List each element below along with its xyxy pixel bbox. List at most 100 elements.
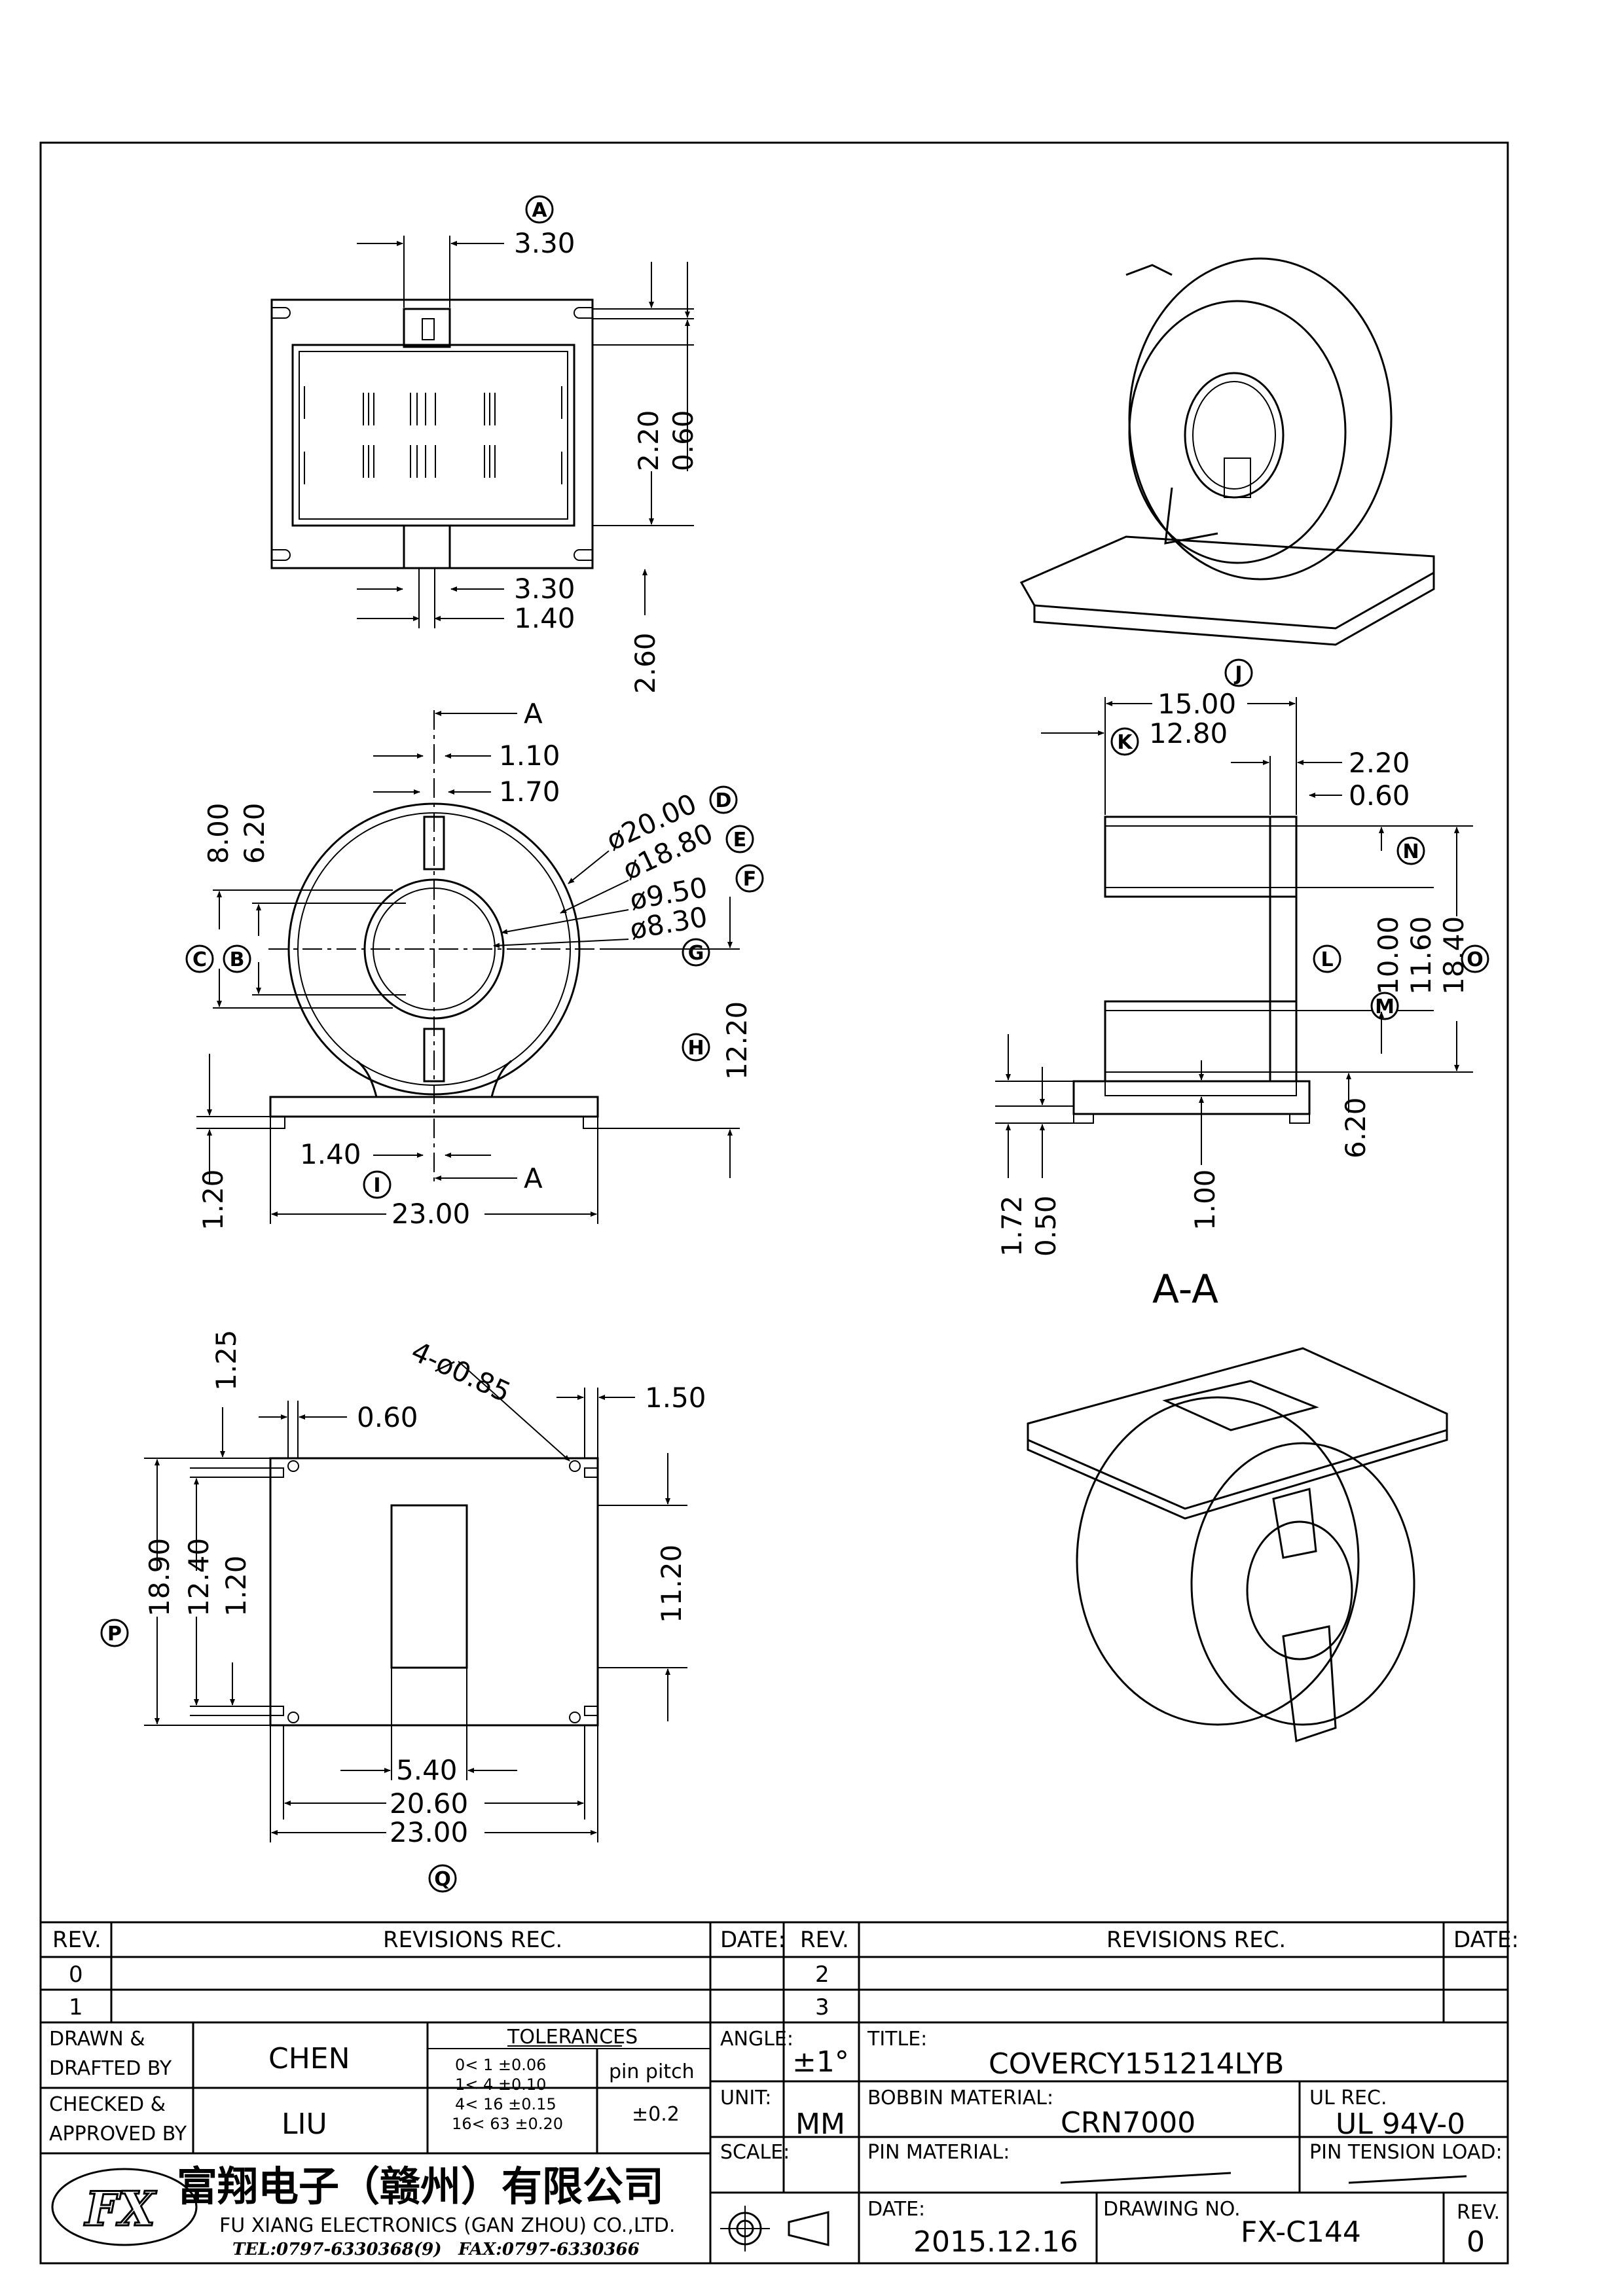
dim-172: 1.72 [996, 1195, 1028, 1257]
drawing-no-label: DRAWING NO. [1103, 2198, 1241, 2221]
angle-label: ANGLE: [720, 2028, 793, 2051]
ul-rec-label: UL REC. [1309, 2087, 1387, 2109]
dim-front-2300: 23.00 [392, 1198, 470, 1230]
dim-150: 1.50 [645, 1382, 706, 1414]
angle-value: ±1° [792, 2045, 849, 2079]
pin-pitch-label: pin pitch [609, 2060, 695, 2083]
tolerance-row-2: 4< 16 ±0.15 [455, 2095, 556, 2113]
dim-620: 6.20 [238, 802, 270, 864]
isometric-view-bottom [1027, 1347, 1448, 1743]
rev-row-0: 0 [69, 1962, 83, 1988]
unit-value: MM [795, 2108, 845, 2141]
section-title: A-A [1152, 1266, 1218, 1312]
callout-J: J [1233, 662, 1242, 685]
bobbin-material-value: CRN7000 [1061, 2106, 1195, 2140]
title-label: TITLE: [867, 2028, 927, 2051]
pin-tension-label: PIN TENSION LOAD: [1309, 2141, 1503, 2164]
dim-bottom-330: 3.30 [514, 573, 575, 605]
company-name-en: FU XIANG ELECTRONICS (GAN ZHOU) CO.,LTD. [219, 2214, 675, 2237]
callout-E: E [733, 829, 747, 852]
dim-050: 0.50 [1030, 1195, 1062, 1257]
dim-220: 2.20 [632, 410, 665, 471]
callout-A: A [532, 199, 547, 222]
callout-B: B [230, 948, 245, 971]
callout-O: O [1467, 948, 1484, 971]
dim-1280: 12.80 [1149, 717, 1228, 749]
rev-label: REV. [1457, 2201, 1500, 2224]
unit-label: UNIT: [720, 2087, 771, 2109]
pin-pitch-value: ±0.2 [632, 2103, 680, 2126]
ul-rec-value: UL 94V-0 [1336, 2108, 1465, 2141]
projection-symbol [710, 2191, 859, 2251]
rev-value: 0 [1467, 2225, 1485, 2259]
company-fax: FAX:0797-6330366 [458, 2240, 640, 2259]
drafted-label: DRAFTED BY [49, 2057, 172, 2080]
bobbin-material-label: BOBBIN MATERIAL: [867, 2087, 1053, 2109]
dim-060: 0.60 [667, 410, 699, 471]
revisions-header-left: REVISIONS REC. [383, 1927, 562, 1953]
callout-Q: Q [434, 1868, 451, 1891]
rev-header-left: REV. [52, 1927, 101, 1953]
rev-row-3: 3 [815, 1994, 830, 2020]
logo-text: FX [84, 2181, 157, 2236]
callout-D: D [716, 789, 732, 812]
dim-1240: 12.40 [183, 1538, 215, 1617]
dim-540: 5.40 [396, 1754, 458, 1786]
tolerance-row-1: 1< 4 ±0.10 [455, 2075, 546, 2094]
dim-front-140: 1.40 [300, 1138, 361, 1170]
dim-140: 1.40 [514, 602, 575, 634]
dim-bottom-120: 1.20 [220, 1555, 252, 1617]
revisions-header-right: REVISIONS REC. [1106, 1927, 1286, 1953]
drawn-by: CHEN [268, 2042, 350, 2075]
date-value: 2015.12.16 [913, 2225, 1078, 2259]
dim-holes: 4-ø0.85 [407, 1335, 516, 1408]
dim-1120: 11.20 [655, 1545, 687, 1623]
dim-100: 1.00 [1189, 1169, 1221, 1230]
callout-H: H [687, 1037, 704, 1060]
title-block: REV. REVISIONS REC. DATE: REV. REVISIONS… [39, 1921, 1519, 2265]
dim-bottom-2300: 23.00 [390, 1816, 468, 1848]
rev-row-2: 2 [815, 1962, 830, 1988]
dim-sec-620: 6.20 [1340, 1097, 1372, 1158]
callout-F: F [743, 868, 757, 891]
dim-1500: 15.00 [1158, 688, 1236, 720]
checked-label: CHECKED & [49, 2093, 166, 2116]
bottom-view: 1.25 0.60 4-ø0.85 1.50 11.20 18.90 12.40 [100, 1329, 706, 1893]
dim-170: 1.70 [499, 776, 560, 808]
dim-260: 2.60 [629, 632, 661, 694]
dim-bottom-060: 0.60 [357, 1401, 418, 1433]
drawn-label: DRAWN & [49, 2028, 145, 2051]
isometric-view-top [1019, 257, 1435, 646]
callout-C: C [192, 948, 207, 971]
date-label: DATE: [867, 2198, 925, 2221]
callout-G: G [688, 942, 704, 965]
dim-125: 1.25 [210, 1329, 242, 1391]
front-view: A 1.10 1.70 8.00 6.20 C B ø20.00 ø18.80 … [185, 698, 764, 1230]
section-mark-top: A [524, 698, 543, 730]
dim-sec-060: 0.60 [1349, 780, 1410, 812]
callout-P: P [107, 1623, 122, 1645]
company-name-cn: 富翔电子（赣州）有限公司 [177, 2162, 664, 2210]
tolerances-header: TOLERANCES [507, 2026, 638, 2049]
callout-L: L [1321, 948, 1333, 971]
pin-material-label: PIN MATERIAL: [867, 2141, 1010, 2164]
dim-top-330: 3.30 [514, 227, 575, 259]
company-tel: TEL:0797-6330368(9) [232, 2240, 442, 2259]
dim-1160: 11.60 [1405, 916, 1437, 995]
approved-by: LIU [282, 2108, 327, 2141]
approved-label: APPROVED BY [49, 2123, 187, 2145]
section-view-aa: 15.00 12.80 J K 2.20 0.60 N 10.00 11.60 … [995, 658, 1489, 1312]
dim-front-120: 1.20 [197, 1169, 229, 1230]
date-header-left: DATE: [720, 1927, 786, 1953]
dim-sec-220: 2.20 [1349, 747, 1410, 779]
date-header-right: DATE: [1453, 1927, 1519, 1953]
dim-110: 1.10 [499, 740, 560, 772]
dim-1220: 12.20 [721, 1001, 753, 1080]
title-value: COVERCY151214LYB [989, 2047, 1284, 2081]
callout-N: N [1402, 840, 1419, 863]
callout-K: K [1117, 731, 1133, 754]
dim-1000: 10.00 [1372, 916, 1404, 995]
dim-1890: 18.90 [143, 1538, 175, 1617]
section-mark-bottom: A [524, 1162, 543, 1194]
scale-label: SCALE: [720, 2141, 790, 2164]
